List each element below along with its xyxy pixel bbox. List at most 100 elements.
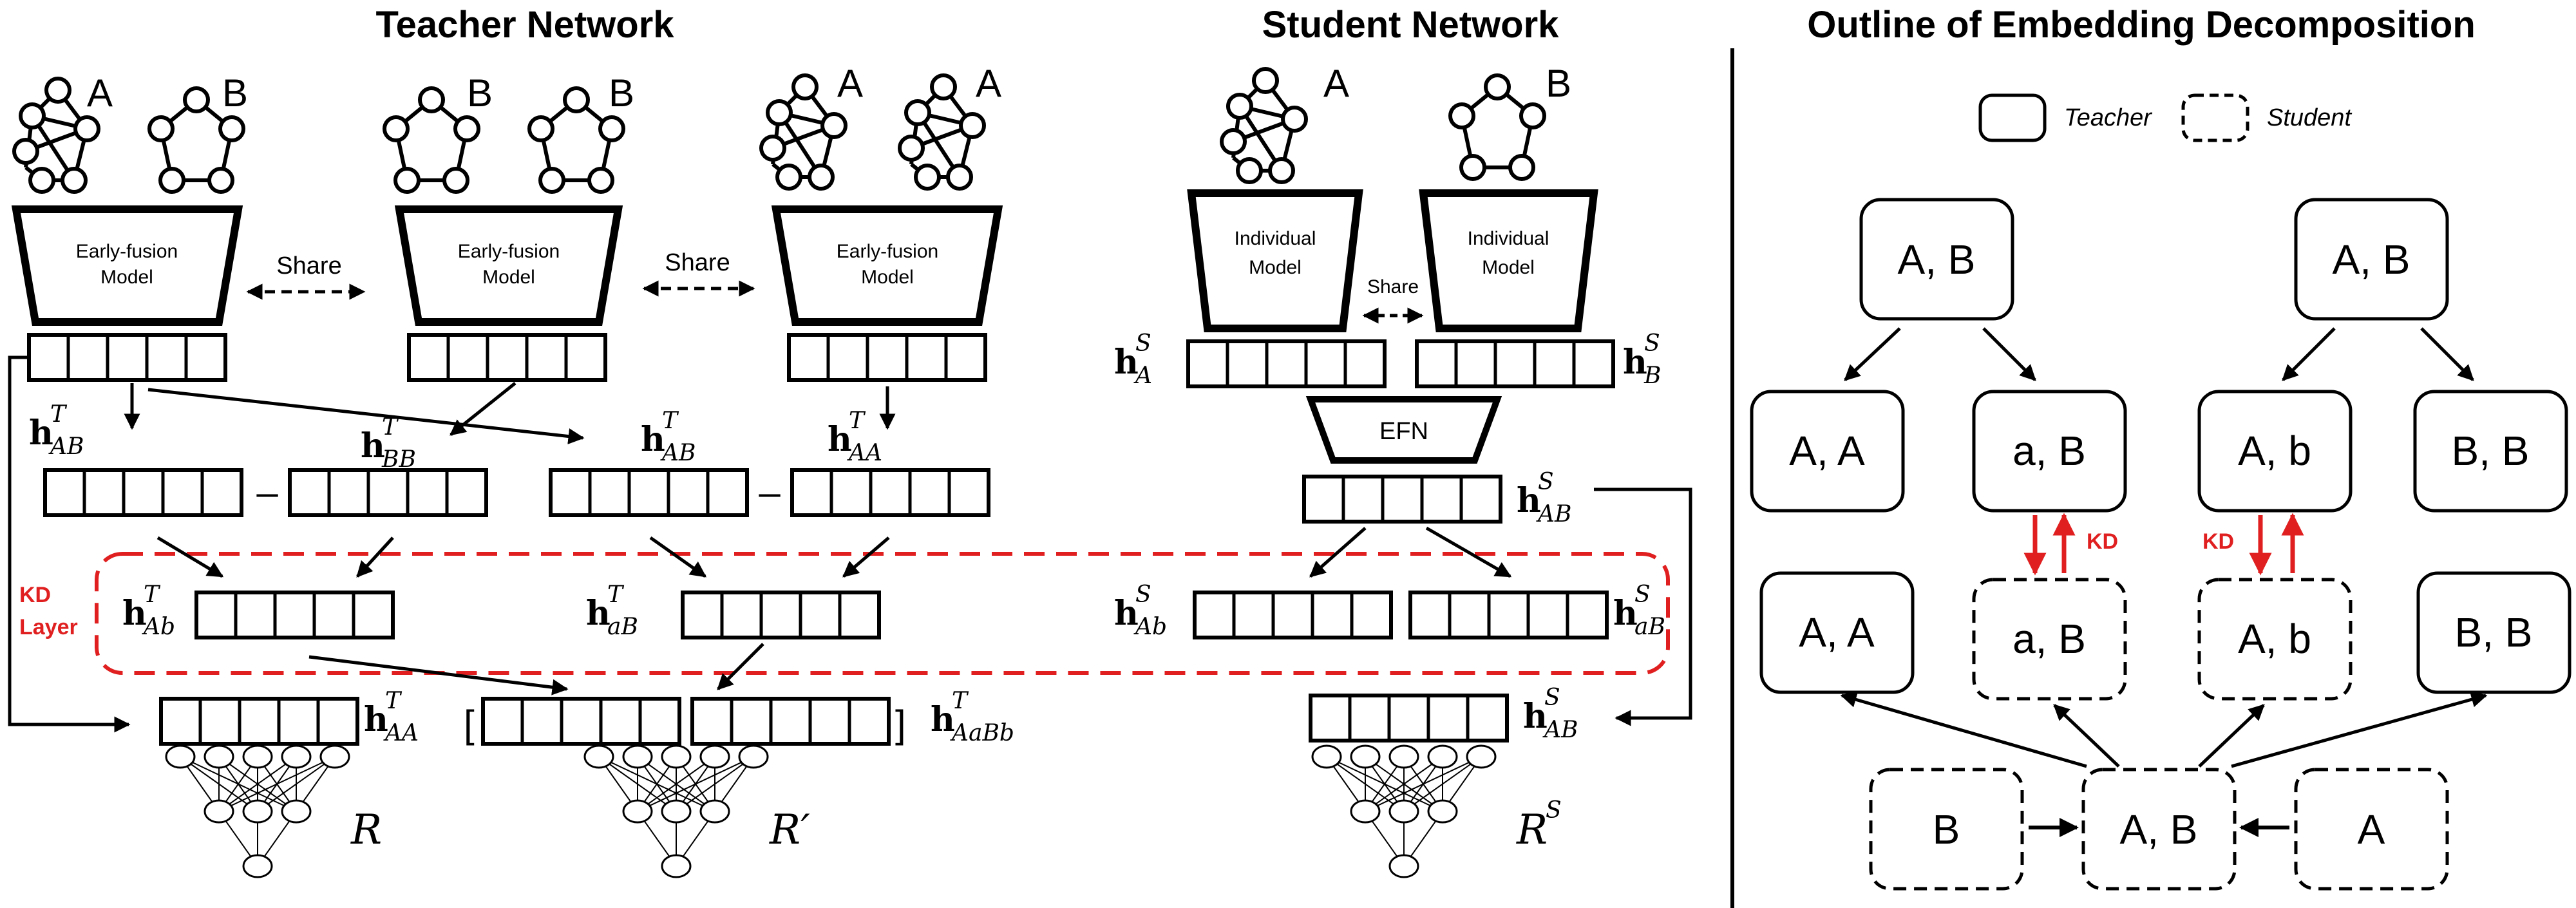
label-h-s-b: h S B [1623,330,1661,389]
label-h-s-ab-lower: h S Ab [1114,582,1167,640]
outline-box-label: B, B [2452,428,2530,474]
svg-text:h: h [586,594,611,633]
arrow [1982,327,2036,381]
legend-student-swatch [2181,93,2249,142]
embedding-vector [1304,477,1501,522]
svg-text:B: B [1643,363,1661,389]
share-label: Share [276,252,341,279]
outline-box-label: A, b [2238,616,2311,662]
embedding-vector [1417,341,1613,386]
outline-box-label: A, A [1789,428,1865,474]
svg-text:S: S [1644,330,1660,357]
arrow [2282,327,2336,381]
early-fusion-model-1: Early-fusion Model [11,205,243,326]
arrow [717,643,764,690]
model-label: Model [482,267,535,288]
model-label: Individual [1235,228,1316,249]
minus-sign: – [256,471,278,514]
kd-layer-label: Layer [19,615,78,639]
bracket-open: [ [464,703,475,746]
embedding-vector [1195,592,1391,638]
svg-text:T: T [662,408,679,434]
outline-box-student-ab [2081,768,2237,891]
model-label: Model [861,267,914,288]
share-label: Share [665,249,730,276]
arrow [156,536,224,578]
outline-box-label: A [2358,806,2385,853]
label-h-s-ab-upper: h S aB [1613,582,1665,640]
kd-label: KD [2202,529,2234,554]
embedding-vector [483,699,679,744]
svg-text:S: S [1538,469,1554,495]
outline-box-top-ab [1859,198,2014,321]
arrow [1844,327,1901,381]
legend-teacher-swatch [1978,93,2047,142]
outline-box-ab-upper-student [1972,578,2127,701]
model-label: Early-fusion [458,241,560,262]
embedding-vector [789,335,985,380]
svg-text:h: h [364,700,388,739]
early-fusion-model-3: Early-fusion Model [771,205,1003,326]
arrow [1309,527,1367,578]
embedding-vector [45,470,242,515]
label-h-t-aa-bottom: h T AA [364,688,419,746]
svg-text:S: S [1135,330,1151,357]
outline-box-ab-upper [1972,390,2127,513]
svg-text:h: h [1623,343,1647,382]
teacher-network-title: Teacher Network [375,4,674,46]
graph-label-a: A [837,62,863,105]
svg-text:AB: AB [48,433,84,460]
model-label: Early-fusion [837,241,938,262]
label-h-s-a: h S A [1114,330,1152,389]
svg-text:T: T [50,401,68,428]
svg-text:S: S [1544,685,1560,711]
label-h-s-ab-bottom: h S AB [1523,685,1578,743]
kd-layer-box [95,552,1670,675]
predictor-network-icon [1311,744,1497,878]
outline-box-label: A, A [1799,609,1875,656]
arrow [308,655,569,695]
outline-box-label: B, B [2455,609,2533,656]
label-h-t-ab-2: h T AB [641,408,696,466]
svg-text:AA: AA [383,720,419,746]
graph-b-icon [1450,75,1544,179]
embedding-vector [551,470,747,515]
svg-text:aB: aB [1634,614,1665,640]
graph-label-a: A [87,71,113,115]
svg-text:S: S [1634,582,1651,608]
svg-text:h: h [641,420,665,459]
outline-box-label: a, B [2012,428,2086,474]
embedding-vector [161,699,357,744]
svg-text:h: h [1114,343,1139,382]
model-label: Model [1249,257,1302,278]
svg-text:T: T [952,688,969,714]
arrow [1425,526,1512,578]
label-h-t-ab: h T AB [29,401,84,460]
minus-sign: – [759,471,781,514]
model-label: Individual [1468,228,1549,249]
graph-label-a: A [1323,62,1349,105]
kd-label: KD [2087,529,2118,554]
svg-text:h: h [361,426,385,466]
share-label: Share [1367,276,1419,298]
skip-connection-arrow [1594,487,1692,726]
kd-layer-label: KD [19,583,51,607]
embedding-vector [1188,341,1385,386]
label-h-t-aabb: h T AaBb [931,688,1014,746]
embedding-vector [409,335,605,380]
outline-box-aa-student-row [1759,571,1915,694]
label-h-t-aa: h T AA [828,408,882,466]
efn-label: EFN [1379,418,1428,445]
efn-block: EFN [1305,396,1502,464]
arrow [147,388,585,444]
embedding-vector [1410,592,1607,638]
arrow [2231,691,2488,768]
graph-label-b: B [222,71,248,115]
outline-box-ab-lower-student [2197,578,2353,701]
svg-text:h: h [1613,594,1638,633]
predictor-network-icon [165,744,350,878]
label-h-t-ab-upper: h T aB [586,582,638,640]
svg-text:AB: AB [660,440,696,466]
graph-label-a: A [976,62,1001,105]
